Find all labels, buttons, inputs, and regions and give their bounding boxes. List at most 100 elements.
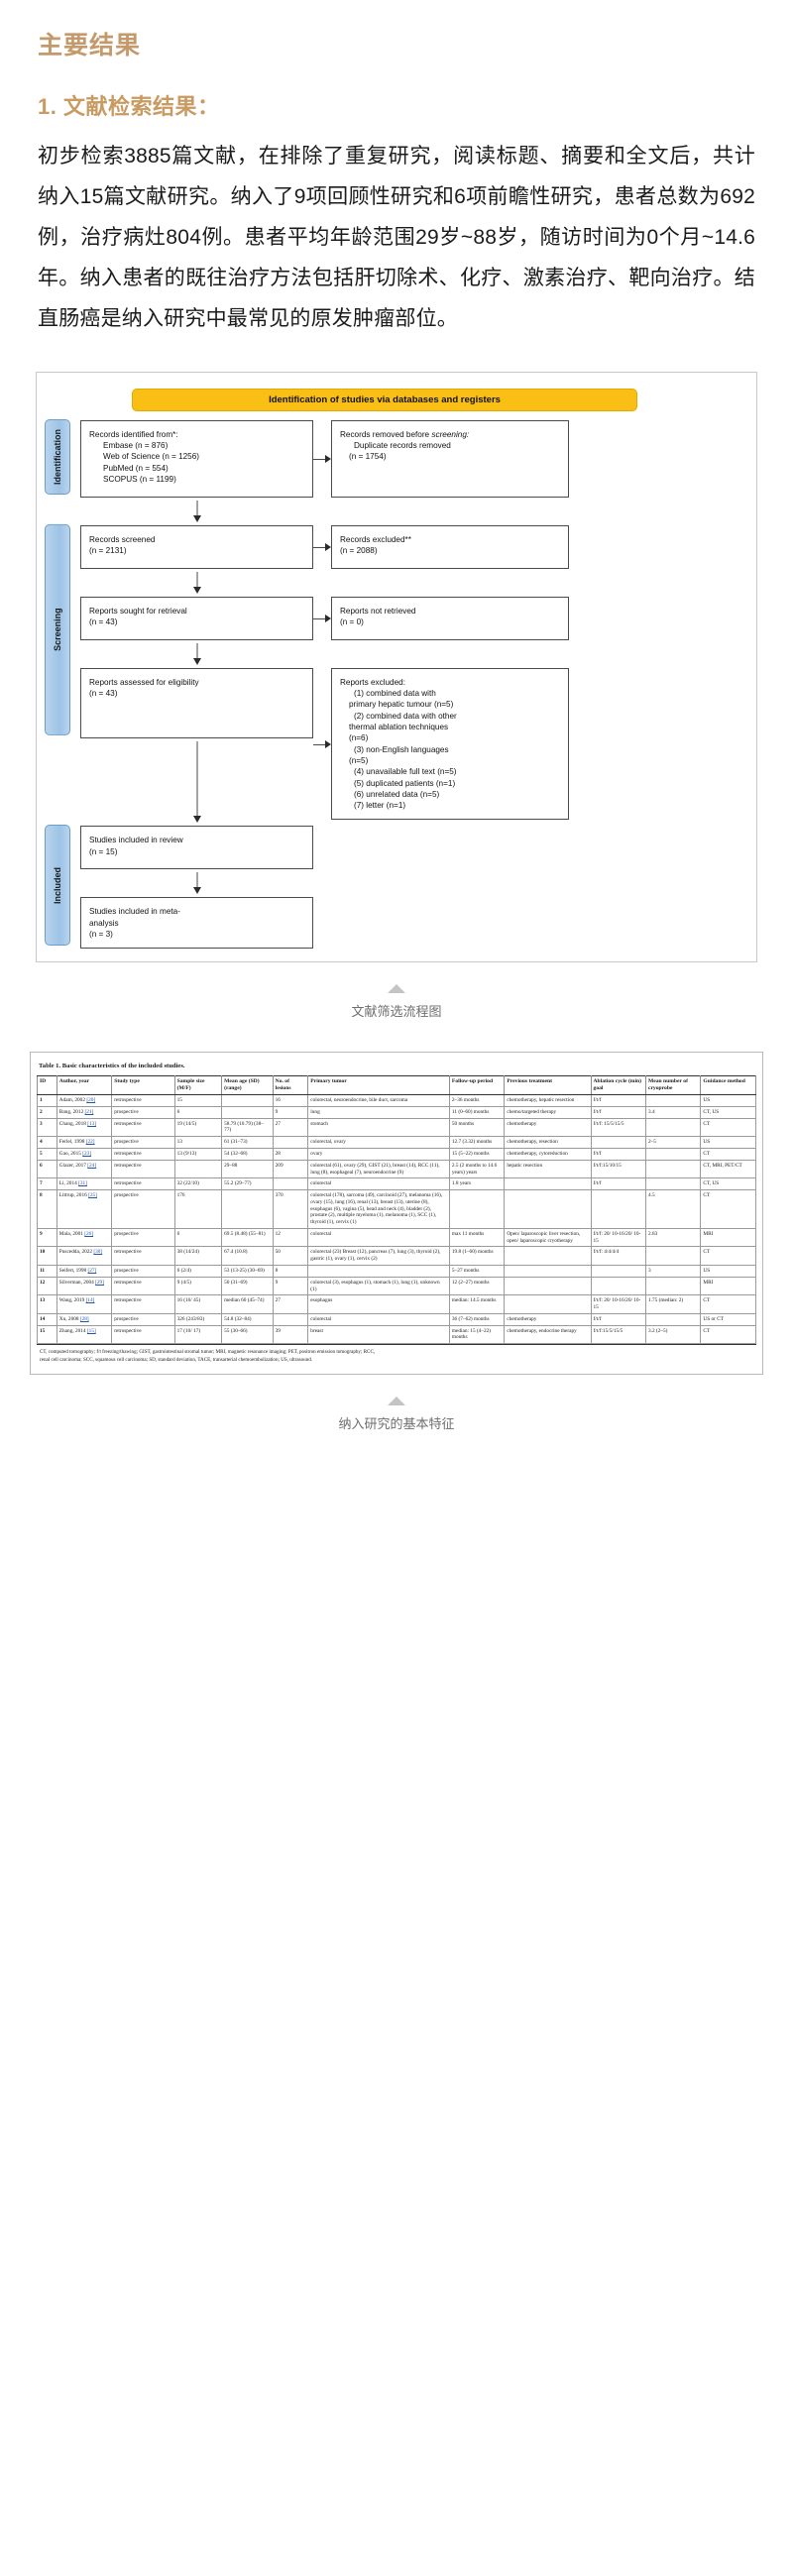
reference-link[interactable]: [23] <box>82 1151 92 1158</box>
cell-lesions: 16 <box>272 1094 309 1107</box>
col-previous: Previous treatment <box>504 1074 592 1096</box>
cell-id: 6 <box>37 1159 57 1179</box>
cell-id: 2 <box>37 1105 57 1119</box>
reference-link[interactable]: [26] <box>84 1230 94 1237</box>
cell-primary-tumor: colorectal, ovary <box>307 1136 450 1150</box>
cell-cryoprobe-number <box>644 1148 702 1161</box>
col-probes: Mean number of cryoprobe <box>644 1074 702 1096</box>
cell-lesions <box>272 1312 309 1326</box>
cell-id: 4 <box>37 1136 57 1150</box>
cell-lesions: 27 <box>272 1294 309 1314</box>
cell-id: 9 <box>37 1227 57 1248</box>
cell-study-type: prospective <box>111 1312 175 1326</box>
reference-link[interactable]: [22] <box>85 1139 95 1146</box>
col-primary: Primary tumor <box>307 1074 450 1096</box>
cell-primary-tumor: colorectal (23) Breast (12), pancreas (7… <box>307 1246 450 1266</box>
table-header-row: ID Author, year Study type Sample size (… <box>37 1074 756 1096</box>
cell-guidance-method: CT <box>700 1246 756 1266</box>
source-pubmed: PubMed (n = 554) <box>103 463 169 473</box>
cell-id: 12 <box>37 1276 57 1296</box>
excluded-reason-3a: (3) non-English languages <box>354 744 449 754</box>
reference-link[interactable]: [25] <box>88 1192 97 1199</box>
duplicate-records-count: (n = 1754) <box>349 452 387 462</box>
box-reports-not-retrieved: Reports not retrieved (n = 0) <box>331 596 569 640</box>
cell-sample: 9 (4/5) <box>173 1276 223 1296</box>
cell-age: 67.4 (10.8) <box>221 1246 274 1266</box>
reference-link[interactable]: [20] <box>86 1097 96 1104</box>
excluded-reason-6: (6) unrelated data (n=5) <box>354 789 440 799</box>
cell-author: Gao, 2015 [23] <box>56 1148 113 1161</box>
arrow-screened-to-sought <box>80 572 313 594</box>
cell-followup: 12.7 (3.32) months <box>448 1136 506 1150</box>
studies-review-count: (n = 15) <box>89 846 118 856</box>
records-removed-title: Records removed before <box>340 429 430 439</box>
cell-primary-tumor: ovary <box>307 1148 450 1161</box>
reference-link[interactable]: [13] <box>87 1120 97 1127</box>
excluded-reason-4: (4) unavailable full text (n=5) <box>354 767 457 777</box>
excluded-reason-2b: thermal ablation techniques <box>349 722 449 731</box>
cell-lesions: 12 <box>272 1227 309 1248</box>
cell-sample: 19 (14/5) <box>173 1117 223 1138</box>
cell-ablation-cycle: f/t/f: 15/5/15/5 <box>590 1117 646 1138</box>
reports-not-retrieved-label: Reports not retrieved <box>340 606 416 616</box>
records-screened-label: Records screened <box>89 534 156 544</box>
cell-author: Zhang, 2014 [15] <box>56 1324 113 1345</box>
cell-previous-treatment: chemotherapy <box>504 1312 592 1326</box>
cell-previous-treatment <box>504 1246 592 1266</box>
cell-primary-tumor: esophagus <box>307 1294 450 1314</box>
cell-author: Seifert, 1998 [27] <box>56 1264 113 1278</box>
cell-study-type: prospective <box>111 1105 175 1119</box>
reports-excluded-title: Reports excluded: <box>340 677 405 687</box>
cell-lesions: 39 <box>272 1324 309 1345</box>
cell-study-type: prospective <box>111 1264 175 1278</box>
cell-ablation-cycle: f/t/f: 20/ 10-16/20/ 10-15 <box>590 1227 646 1248</box>
cell-guidance-method: US <box>700 1136 756 1150</box>
reference-link[interactable]: [24] <box>87 1162 97 1169</box>
reference-link[interactable]: [21] <box>84 1108 94 1115</box>
cell-sample: 6 <box>173 1105 223 1119</box>
box-reports-sought: Reports sought for retrieval (n = 43) <box>80 596 313 640</box>
reference-link[interactable]: [14] <box>85 1297 95 1304</box>
cell-followup: 12 (2–27) months <box>448 1276 506 1296</box>
reference-link[interactable]: [27] <box>87 1267 97 1274</box>
cell-previous-treatment: chemotherapy, resection <box>504 1136 592 1150</box>
article-section: 主要结果 1. 文献检索结果： 初步检索3885篇文献，在排除了重复研究，阅读标… <box>0 0 793 340</box>
cell-ablation-cycle: f/t/f:15/10/15 <box>590 1159 646 1179</box>
reference-link[interactable]: [30] <box>93 1249 103 1256</box>
cell-sample: 38 (14/24) <box>173 1246 223 1266</box>
reference-link[interactable]: [29] <box>95 1279 104 1286</box>
cell-guidance-method: MRI <box>700 1227 756 1248</box>
cell-cryoprobe-number: 2.83 <box>644 1227 702 1248</box>
cell-study-type: retrospective <box>111 1117 175 1138</box>
col-age: Mean age (SD) (range) <box>221 1074 274 1096</box>
cell-lesions: 27 <box>272 1117 309 1138</box>
reports-sought-label: Reports sought for retrieval <box>89 606 187 616</box>
col-id: ID <box>37 1074 57 1096</box>
cell-lesions <box>272 1136 309 1150</box>
reference-link[interactable]: [28] <box>79 1315 89 1322</box>
cell-cryoprobe-number <box>644 1159 702 1179</box>
page-title: 主要结果 <box>38 32 142 59</box>
cell-ablation-cycle <box>590 1136 646 1150</box>
cell-lesions: 8 <box>272 1264 309 1278</box>
figure1-caption-wrapper: 文献筛选流程图 <box>0 984 793 1020</box>
reference-link[interactable]: [31] <box>78 1180 87 1187</box>
reports-sought-count: (n = 43) <box>89 617 118 626</box>
cell-id: 15 <box>37 1324 57 1345</box>
excluded-reason-1a: (1) combined data with <box>354 689 436 698</box>
cell-age: 54 (32–68) <box>221 1148 274 1161</box>
cell-study-type: prospective <box>111 1136 175 1150</box>
reports-assessed-label: Reports assessed for eligibility <box>89 677 199 687</box>
cell-cryoprobe-number <box>644 1276 702 1296</box>
cell-author: Puscedda, 2022 [30] <box>56 1246 113 1266</box>
col-study-type: Study type <box>111 1074 175 1096</box>
reference-link[interactable]: [15] <box>86 1327 96 1334</box>
